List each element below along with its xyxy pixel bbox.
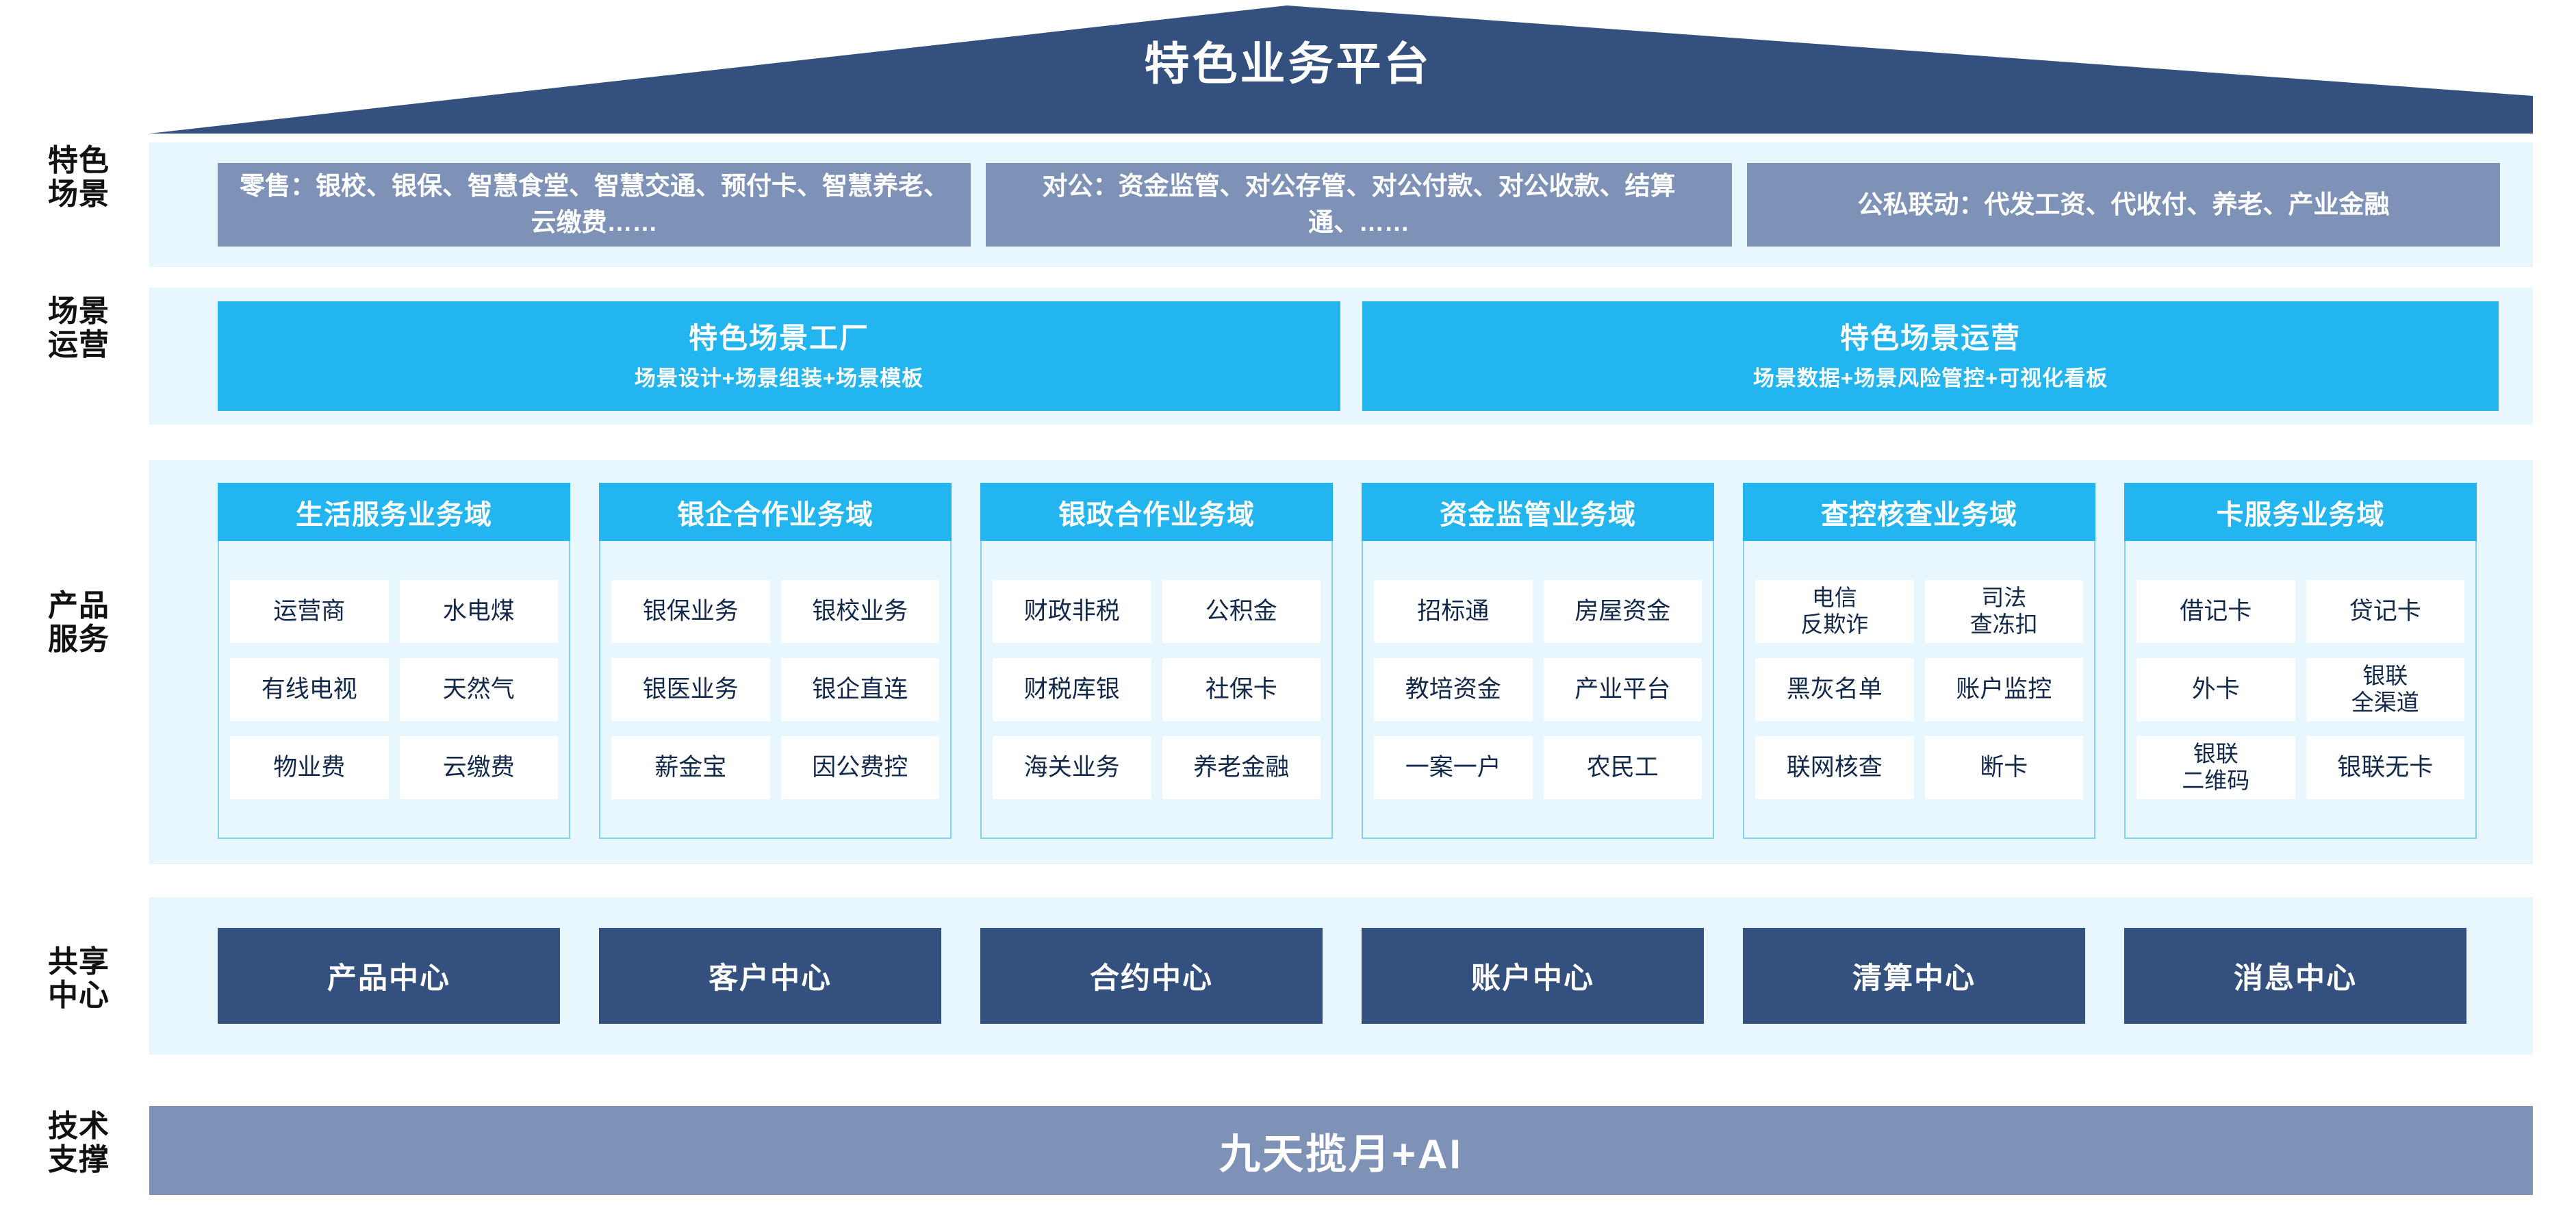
domain-chip-row: 物业费云缴费 xyxy=(230,736,558,799)
domain-chip-row: 借记卡贷记卡 xyxy=(2137,579,2464,643)
domain-chip[interactable]: 银保业务 xyxy=(611,579,770,643)
domain-chip-grid: 招标通房屋资金教培资金产业平台一案一户农民工 xyxy=(1362,541,1714,839)
domain-chip[interactable]: 云缴费 xyxy=(399,736,558,799)
domain-chip[interactable]: 农民工 xyxy=(1543,736,1702,799)
scene-card-retail[interactable]: 零售：银校、银保、智慧食堂、智慧交通、预付卡、智慧养老、云缴费…… xyxy=(218,163,971,247)
rail-label-tech: 技术 支撑 xyxy=(48,1109,110,1177)
domain-chip[interactable]: 天然气 xyxy=(399,657,558,721)
domain-chip[interactable]: 贷记卡 xyxy=(2306,579,2464,643)
shared-center-clearing[interactable]: 清算中心 xyxy=(1743,928,2085,1024)
shared-center-account[interactable]: 账户中心 xyxy=(1362,928,1704,1024)
domain-chip-row: 有线电视天然气 xyxy=(230,657,558,721)
domain-chip[interactable]: 公积金 xyxy=(1162,579,1321,643)
scene-card-linkage[interactable]: 公私联动：代发工资、代收付、养老、产业金融 xyxy=(1747,163,2500,247)
shared-center-message[interactable]: 消息中心 xyxy=(2124,928,2466,1024)
domain-chip[interactable]: 外卡 xyxy=(2137,657,2295,721)
roof-shape-icon xyxy=(149,5,2533,134)
domain-chip[interactable]: 银医业务 xyxy=(611,657,770,721)
page-title: 特色业务平台 xyxy=(1144,38,1432,89)
shared-center-product[interactable]: 产品中心 xyxy=(218,928,560,1024)
domain-column-life-service[interactable]: 生活服务业务域运营商水电煤有线电视天然气物业费云缴费 xyxy=(218,483,570,839)
domain-chip[interactable]: 账户监控 xyxy=(1924,657,2083,721)
domain-chip[interactable]: 一案一户 xyxy=(1374,736,1533,799)
domain-title: 银企合作业务域 xyxy=(599,483,952,541)
shared-center-contract[interactable]: 合约中心 xyxy=(980,928,1323,1024)
domain-chip-row: 一案一户农民工 xyxy=(1374,736,1702,799)
domain-chip[interactable]: 薪金宝 xyxy=(611,736,770,799)
domain-chip[interactable]: 运营商 xyxy=(230,579,389,643)
domain-title: 生活服务业务域 xyxy=(218,483,570,541)
domain-chip[interactable]: 教培资金 xyxy=(1374,657,1533,721)
operation-title: 特色场景工厂 xyxy=(688,321,869,354)
domain-chip-grid: 借记卡贷记卡外卡银联 全渠道银联 二维码银联无卡 xyxy=(2124,541,2477,839)
domain-column-bank-government[interactable]: 银政合作业务域财政非税公积金财税库银社保卡海关业务养老金融 xyxy=(980,483,1333,839)
domain-chip-row: 薪金宝因公费控 xyxy=(611,736,939,799)
domain-title: 查控核查业务域 xyxy=(1743,483,2095,541)
domain-chip[interactable]: 银联无卡 xyxy=(2306,736,2464,799)
domain-chip[interactable]: 司法 查冻扣 xyxy=(1924,579,2083,643)
domain-title: 卡服务业务域 xyxy=(2124,483,2477,541)
domain-chip-grid: 银保业务银校业务银医业务银企直连薪金宝因公费控 xyxy=(599,541,952,839)
domain-chip-row: 财政非税公积金 xyxy=(993,579,1321,643)
rail-label-scene: 特色 场景 xyxy=(48,144,110,212)
domain-chip[interactable]: 养老金融 xyxy=(1162,736,1321,799)
domain-chip[interactable]: 招标通 xyxy=(1374,579,1533,643)
domain-column-bank-enterprise[interactable]: 银企合作业务域银保业务银校业务银医业务银企直连薪金宝因公费控 xyxy=(599,483,952,839)
domain-chip[interactable]: 水电煤 xyxy=(399,579,558,643)
domain-chip[interactable]: 物业费 xyxy=(230,736,389,799)
domain-chip[interactable]: 银联 二维码 xyxy=(2137,736,2295,799)
shared-center-customer[interactable]: 客户中心 xyxy=(599,928,941,1024)
domain-chip-row: 银保业务银校业务 xyxy=(611,579,939,643)
scene-card-corporate[interactable]: 对公：资金监管、对公存管、对公付款、对公收款、结算通、…… xyxy=(986,163,1732,247)
domain-column-fund-supervision[interactable]: 资金监管业务域招标通房屋资金教培资金产业平台一案一户农民工 xyxy=(1362,483,1714,839)
domain-chip[interactable]: 财政非税 xyxy=(993,579,1151,643)
domain-title: 银政合作业务域 xyxy=(980,483,1333,541)
domain-chip[interactable]: 银企直连 xyxy=(780,657,939,721)
domain-chip-row: 银医业务银企直连 xyxy=(611,657,939,721)
domain-chip-grid: 财政非税公积金财税库银社保卡海关业务养老金融 xyxy=(980,541,1333,839)
platform-roof: 特色业务平台 xyxy=(0,0,2576,137)
domain-title: 资金监管业务域 xyxy=(1362,483,1714,541)
domain-chip-row: 海关业务养老金融 xyxy=(993,736,1321,799)
domain-chip[interactable]: 社保卡 xyxy=(1162,657,1321,721)
domain-chip[interactable]: 借记卡 xyxy=(2137,579,2295,643)
operation-subtitle: 场景数据+场景风险管控+可视化看板 xyxy=(1752,366,2108,390)
domain-column-investigation[interactable]: 查控核查业务域电信 反欺诈司法 查冻扣黑灰名单账户监控联网核查断卡 xyxy=(1743,483,2095,839)
domain-chip-row: 银联 二维码银联无卡 xyxy=(2137,736,2464,799)
domain-chip[interactable]: 银联 全渠道 xyxy=(2306,657,2464,721)
domain-chip-row: 外卡银联 全渠道 xyxy=(2137,657,2464,721)
domain-chip[interactable]: 断卡 xyxy=(1924,736,2083,799)
domain-chip-row: 电信 反欺诈司法 查冻扣 xyxy=(1755,579,2083,643)
domain-chip-row: 财税库银社保卡 xyxy=(993,657,1321,721)
domain-chip-row: 联网核查断卡 xyxy=(1755,736,2083,799)
domain-chip-row: 教培资金产业平台 xyxy=(1374,657,1702,721)
rail-label-operation: 场景 运营 xyxy=(48,294,110,362)
domain-chip-grid: 电信 反欺诈司法 查冻扣黑灰名单账户监控联网核查断卡 xyxy=(1743,541,2095,839)
domain-chip[interactable]: 因公费控 xyxy=(780,736,939,799)
domain-chip[interactable]: 银校业务 xyxy=(780,579,939,643)
domain-chip[interactable]: 产业平台 xyxy=(1543,657,1702,721)
domain-chip[interactable]: 黑灰名单 xyxy=(1755,657,1914,721)
rail-label-product: 产品 服务 xyxy=(48,589,110,657)
domain-chip-row: 招标通房屋资金 xyxy=(1374,579,1702,643)
domain-chip[interactable]: 海关业务 xyxy=(993,736,1151,799)
domain-chip[interactable]: 有线电视 xyxy=(230,657,389,721)
operation-card-scene-operation[interactable]: 特色场景运营 场景数据+场景风险管控+可视化看板 xyxy=(1362,301,2499,411)
tech-support-bar[interactable]: 九天揽月+AI xyxy=(149,1106,2533,1195)
domain-chip-row: 运营商水电煤 xyxy=(230,579,558,643)
domain-chip[interactable]: 联网核查 xyxy=(1755,736,1914,799)
rail-label-shared: 共享 中心 xyxy=(48,945,110,1013)
domain-chip[interactable]: 财税库银 xyxy=(993,657,1151,721)
domain-column-card-service[interactable]: 卡服务业务域借记卡贷记卡外卡银联 全渠道银联 二维码银联无卡 xyxy=(2124,483,2477,839)
domain-chip[interactable]: 房屋资金 xyxy=(1543,579,1702,643)
operation-subtitle: 场景设计+场景组装+场景模板 xyxy=(634,366,924,390)
domain-chip[interactable]: 电信 反欺诈 xyxy=(1755,579,1914,643)
operation-title: 特色场景运营 xyxy=(1839,321,2021,354)
domain-chip-grid: 运营商水电煤有线电视天然气物业费云缴费 xyxy=(218,541,570,839)
operation-card-scene-factory[interactable]: 特色场景工厂 场景设计+场景组装+场景模板 xyxy=(218,301,1340,411)
domain-chip-row: 黑灰名单账户监控 xyxy=(1755,657,2083,721)
